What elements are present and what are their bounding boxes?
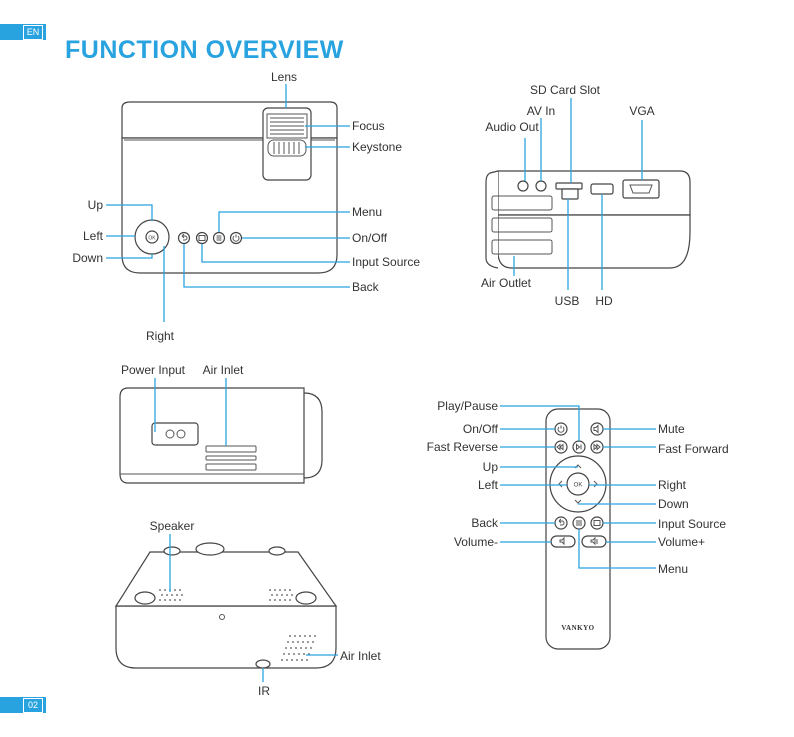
projector-back-view: SD Card Slot AV In Audio Out VGA Air Out… — [481, 83, 691, 308]
label-keystone: Keystone — [352, 140, 402, 154]
usb-port — [561, 188, 579, 200]
page-number: 02 — [23, 698, 43, 713]
remote-label-fast-reverse: Fast Reverse — [427, 440, 499, 454]
remote-input-source-button[interactable] — [590, 516, 604, 530]
ok-button-label: OK — [148, 236, 156, 242]
label-ir: IR — [258, 684, 270, 698]
label-air-outlet: Air Outlet — [481, 276, 532, 290]
power-input-socket — [151, 422, 199, 446]
remote-label-fast-forward: Fast Forward — [658, 442, 729, 456]
av-in-port — [535, 180, 547, 192]
bottom-air-inlet-grille — [281, 635, 316, 661]
language-code: EN — [23, 25, 43, 40]
label-air-inlet: Air Inlet — [203, 363, 244, 377]
remote-down-arrow[interactable] — [574, 499, 582, 504]
projector-bottom-view: Speaker Air Inlet IR — [114, 519, 381, 698]
remote-label-right: Right — [658, 478, 687, 492]
label-av-in: AV In — [527, 104, 555, 118]
ir-receiver — [255, 659, 271, 669]
label-lens: Lens — [271, 70, 297, 84]
remote-volume-minus-button[interactable] — [550, 535, 576, 548]
label-audio-out: Audio Out — [485, 120, 539, 134]
label-on-off: On/Off — [352, 231, 388, 245]
label-input-source: Input Source — [352, 255, 420, 269]
remote-label-on-off: On/Off — [463, 422, 499, 436]
remote-label-mute: Mute — [658, 422, 685, 436]
label-back: Back — [352, 280, 380, 294]
label-usb: USB — [555, 294, 580, 308]
remote-label-volume-minus: Volume- — [454, 535, 498, 549]
remote-label-volume-plus: Volume+ — [658, 535, 705, 549]
remote-ok-button[interactable] — [566, 472, 590, 496]
page-number-tab: 02 — [0, 697, 46, 713]
input-source-button[interactable] — [195, 231, 209, 245]
sd-card-slot — [555, 182, 583, 190]
label-sd-card-slot: SD Card Slot — [530, 83, 601, 97]
label-up: Up — [88, 198, 104, 212]
remote-volume-plus-button[interactable] — [581, 535, 607, 548]
back-vent-rows — [491, 195, 553, 255]
projector-side-view: Power Input Air Inlet — [119, 363, 323, 484]
hd-port — [590, 183, 614, 195]
projector-front-view: OK Lens Focus Keystone Up Left Down Righ… — [72, 70, 420, 343]
remote-label-left: Left — [478, 478, 499, 492]
remote-mute-button[interactable] — [590, 422, 604, 436]
vga-port — [622, 179, 660, 199]
remote-brand-logo: VANKYO — [561, 624, 594, 632]
power-button[interactable] — [229, 231, 243, 245]
remote-label-menu: Menu — [658, 562, 688, 576]
remote-ok-label: OK — [574, 483, 583, 489]
remote-label-play-pause: Play/Pause — [437, 399, 498, 413]
speaker-grille — [159, 589, 293, 601]
label-right: Right — [146, 329, 175, 343]
label-hd: HD — [595, 294, 613, 308]
label-vga: VGA — [629, 104, 654, 118]
remote-label-back: Back — [471, 516, 499, 530]
label-left: Left — [83, 229, 104, 243]
label-power-input: Power Input — [121, 363, 186, 377]
page-title: FUNCTION OVERVIEW — [65, 36, 344, 64]
audio-out-port — [517, 180, 529, 192]
remote-control: OK VANKYO Play/Pause On/Off Fast — [427, 399, 729, 650]
label-bottom-air-inlet: Air Inlet — [340, 649, 381, 663]
remote-label-up: Up — [483, 460, 499, 474]
remote-label-down: Down — [658, 497, 689, 511]
side-air-inlet-slots — [205, 445, 257, 471]
label-down: Down — [72, 251, 103, 265]
remote-right-arrow[interactable] — [593, 480, 598, 488]
lens-housing — [262, 107, 312, 181]
remote-label-input-source: Input Source — [658, 517, 726, 531]
label-menu: Menu — [352, 205, 382, 219]
remote-left-arrow[interactable] — [558, 480, 563, 488]
label-focus: Focus — [352, 119, 385, 133]
keystone-dial[interactable] — [267, 139, 307, 157]
label-speaker: Speaker — [150, 519, 195, 533]
ok-button[interactable] — [145, 230, 159, 244]
remote-power-button[interactable] — [554, 422, 568, 436]
language-tab: EN — [0, 24, 46, 40]
